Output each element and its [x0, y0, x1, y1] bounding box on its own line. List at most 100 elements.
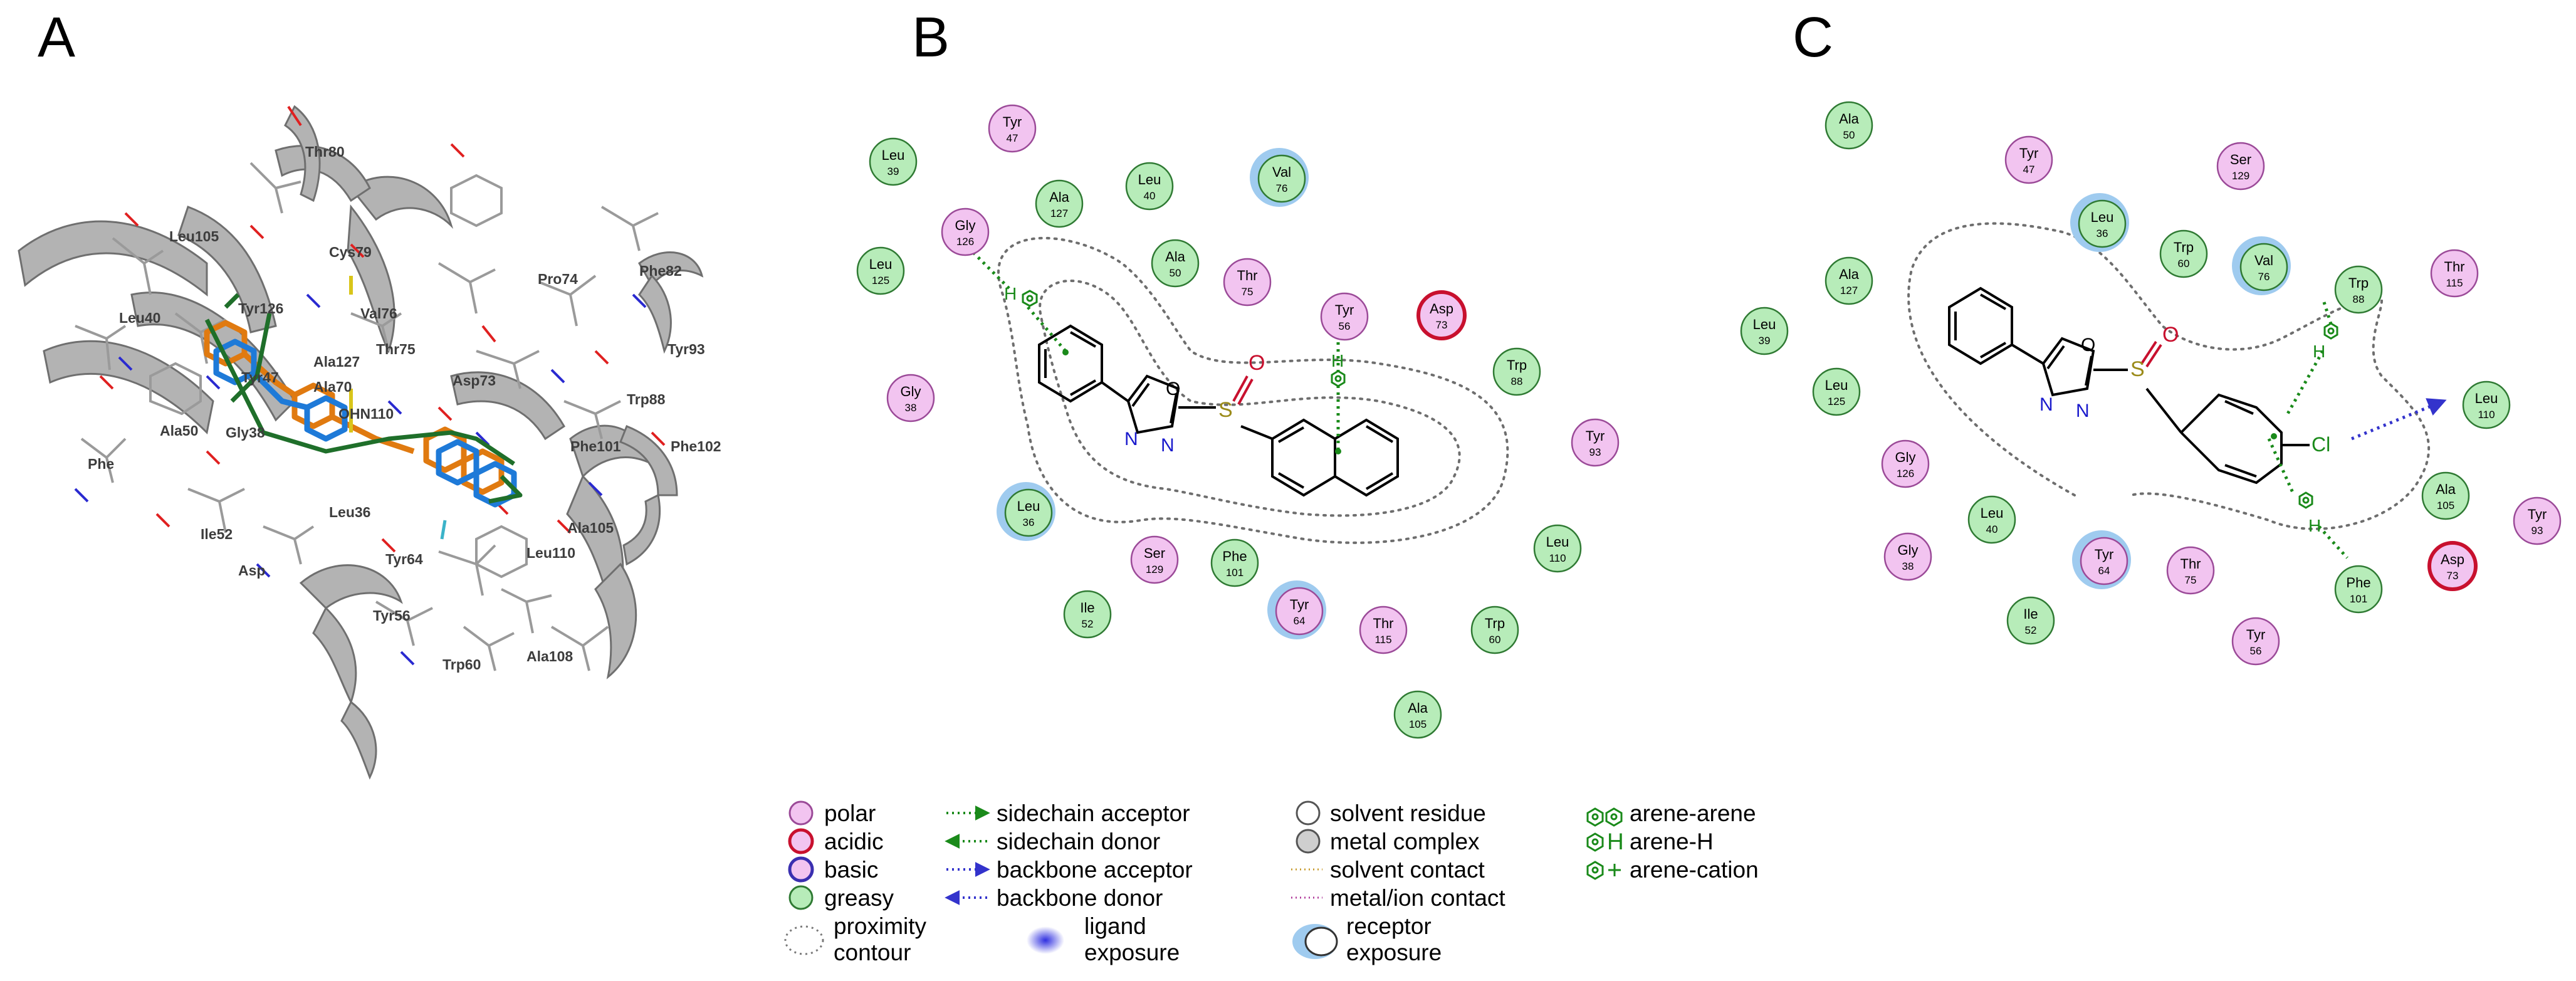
residue-ser-129: Ser 129 — [1130, 535, 1179, 584]
residue-gly-38: Gly38 — [1883, 532, 1932, 581]
interactions-b — [967, 246, 1340, 451]
panel-b-interaction-map: O S O N N H H Tyr47Leu39Leu40Val76Ala127… — [856, 104, 1620, 739]
residue-number: 39 — [887, 165, 899, 177]
residue-ala-127: Ala 127 — [1825, 256, 1873, 305]
residue-number: 75 — [2185, 574, 2197, 586]
residue-name: Ala — [1839, 266, 1860, 282]
residue-tyr-64: Tyr64 — [1267, 580, 1326, 639]
h-atom-b1: H — [1004, 284, 1017, 303]
residue-name: Thr — [1237, 268, 1258, 283]
legend-swatch-metal-complex — [1296, 829, 1321, 854]
residue-disc — [1470, 606, 1519, 654]
residue-number: 60 — [2178, 258, 2190, 270]
residue-number: 40 — [1144, 190, 1156, 202]
atom-o-ring: O — [1166, 379, 1180, 399]
residue-name: Thr — [2444, 259, 2465, 275]
panel-letter-a: A — [38, 6, 75, 69]
residue-disc — [2513, 496, 2562, 545]
residue-thr-115: Thr 115 — [2430, 249, 2479, 298]
residue-disc — [2462, 380, 2511, 429]
residue-name: Phe — [1222, 548, 1247, 564]
atom-o-sulfoxide: O — [1249, 351, 1265, 375]
residue-name: Ser — [1144, 545, 1165, 561]
residue-name: Phe — [2346, 575, 2370, 590]
residue-disc — [2430, 249, 2479, 298]
residue-number: 64 — [1294, 615, 1306, 627]
residue-disc — [869, 137, 918, 186]
residue-disc — [2334, 265, 2383, 314]
atom-cl: Cl — [2312, 433, 2330, 456]
residue-disc — [1125, 162, 1174, 211]
residue-ala-50: Ala50 — [1151, 239, 1200, 288]
residue-number: 129 — [1146, 564, 1163, 575]
residue-number: 39 — [1759, 335, 1771, 347]
residue-number: 127 — [1840, 285, 1858, 296]
legend-proximity-1: proximity — [834, 913, 927, 939]
residue-number: 115 — [2446, 277, 2463, 289]
arene-cation-icon — [1586, 861, 1621, 880]
residue-number: 76 — [2258, 271, 2270, 283]
residue-name: Ile — [2023, 606, 2038, 622]
residue-thr-75: Thr75 — [1223, 258, 1272, 307]
residue-number: 110 — [1549, 552, 1566, 564]
residue-asp-73: Asp73 — [1416, 290, 1467, 340]
atom-n2: N — [1161, 435, 1175, 456]
legend-arene-h: arene-H — [1630, 829, 1714, 854]
residue-disc — [988, 104, 1037, 153]
residue-number: 93 — [2531, 525, 2543, 537]
residue-disc — [1492, 347, 1541, 396]
residue-label-3d: Phe102 — [671, 438, 721, 454]
interactions-c — [2267, 302, 2447, 559]
legend-swatch-greasy — [788, 885, 814, 910]
residue-number: 52 — [1082, 618, 1094, 630]
residue-label-3d: Thr80 — [305, 144, 345, 160]
residue-label-3d: Trp88 — [627, 391, 666, 407]
residue-ala-105: Ala105 — [2421, 471, 2470, 520]
residue-tyr-64: Tyr64 — [2072, 530, 2131, 589]
residue-number: 101 — [2350, 593, 2367, 605]
legend-ligand-exposure-1: ligand — [1084, 913, 1146, 939]
residue-name: Ile — [1080, 600, 1094, 616]
residue-asp-73: Asp73 — [2427, 541, 2478, 591]
atom-o-sulfoxide: O — [2162, 323, 2179, 347]
legend-sidechain-acceptor: sidechain acceptor — [997, 800, 1190, 826]
residue-name: Tyr — [1586, 428, 1605, 444]
residue-label-3d: Leu110 — [526, 545, 575, 561]
residue-leu-40: Leu40 — [1967, 495, 2016, 544]
residue-number: 125 — [1828, 396, 1845, 407]
atom-n1: N — [1124, 429, 1138, 449]
residue-name: Leu — [1138, 172, 1161, 187]
residue-label-3d: Tyr126 — [238, 300, 283, 317]
residue-label-3d: Ala108 — [526, 648, 573, 664]
residue-name: Leu — [1546, 534, 1569, 550]
residue-disc — [1223, 258, 1272, 307]
residue-name: Trp — [1507, 357, 1527, 373]
residue-name: Leu — [882, 147, 905, 163]
residue-name: Val — [1272, 164, 1291, 180]
ligand-structure-b — [1038, 324, 1399, 497]
legend-polar: polar — [824, 800, 876, 826]
atom-o-ring: O — [2081, 335, 2095, 355]
residue-phe-101: Phe 101 — [1210, 538, 1259, 587]
residue-number: 115 — [1374, 634, 1391, 646]
residue-label-3d: Leu40 — [119, 310, 160, 326]
residue-tyr-93: Tyr93 — [1571, 418, 1620, 467]
arene-h-icon — [1586, 832, 1604, 852]
docked-ligands — [204, 276, 523, 540]
residue-label-3d: Val76 — [360, 305, 397, 322]
residue-name: Tyr — [2528, 506, 2547, 522]
legend-receptor-exposure-2: exposure — [1346, 940, 1442, 965]
legend-metal-complex: metal complex — [1330, 829, 1480, 854]
residue-number: 101 — [1226, 567, 1243, 579]
residue-ala-50: Ala50 — [1825, 101, 1873, 150]
ring-centroid-c — [2271, 433, 2277, 439]
residue-name: Tyr — [1003, 114, 1022, 130]
residue-label-3d: Leu36 — [329, 504, 370, 520]
residue-name: Tyr — [2246, 627, 2266, 643]
residue-name: Ala — [2436, 481, 2456, 497]
residue-label-3d: Pro74 — [538, 271, 578, 287]
residue-number: 105 — [1409, 718, 1427, 730]
residue-number: 76 — [1276, 182, 1288, 194]
residue-disc — [1881, 439, 1930, 488]
